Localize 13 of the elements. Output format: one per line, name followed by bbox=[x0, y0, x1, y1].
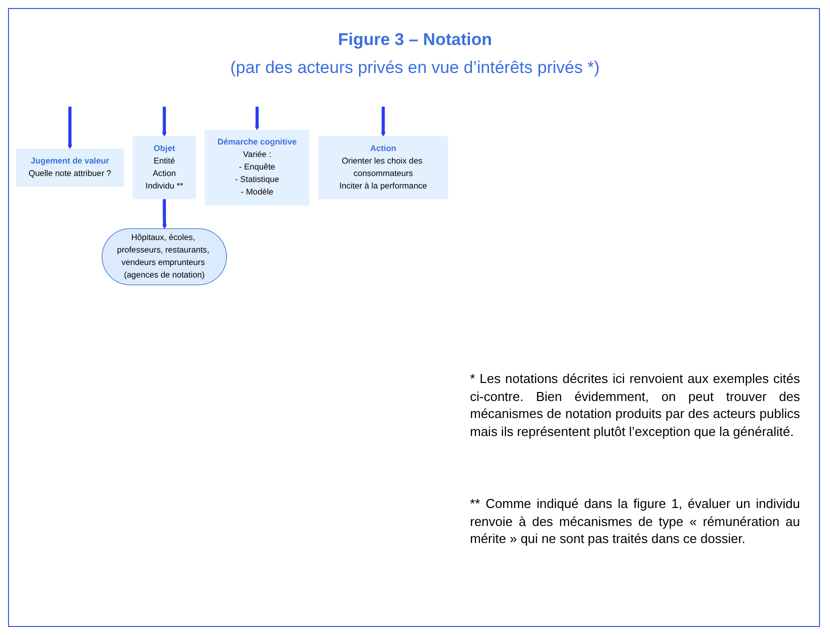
arrow bbox=[380, 106, 386, 137]
arrow bbox=[162, 198, 167, 230]
arrow bbox=[162, 106, 167, 137]
arrow bbox=[68, 106, 72, 150]
node-box: Objet Entité Action Individu ** bbox=[132, 136, 196, 200]
subtitle: (par des acteurs privés en vue d’intérêts privés *) bbox=[229, 58, 601, 78]
footnote: ** Comme indiqué dans la figure 1, évaluer un individu renvoie à des mécanismes de type « rémunération au mérite » qui ne sont pas traités dans ce dossier. bbox=[470, 495, 800, 548]
figure-title: Figure 3 – Notation bbox=[337, 30, 493, 50]
node-box: Jugement de valeur Quelle note attribuer ? bbox=[16, 148, 124, 187]
arrow bbox=[254, 106, 260, 130]
node-box: Action Orienter les choix des consommateurs Inciter à la performance bbox=[318, 136, 448, 200]
node-box: Démarche cognitive Variée : - Enquête - Statistique - Modèle bbox=[204, 130, 310, 206]
footnote: * Les notations décrites ici renvoient aux exemples cités ci-contre. Bien évidemment, on peut trouver des mécanismes de notation produits par des acteurs publics mais ils représentent plutôt l’exception que la généralité. bbox=[470, 370, 800, 440]
